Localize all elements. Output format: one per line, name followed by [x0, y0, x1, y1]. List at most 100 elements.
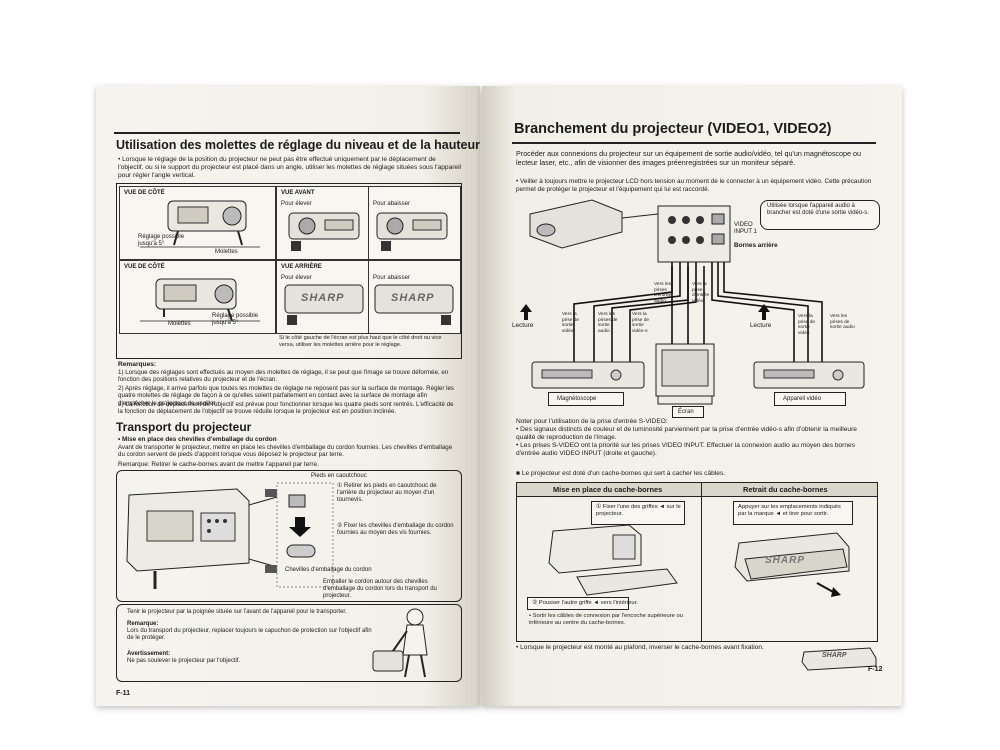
panel-label: VUE DE CÔTÉ [124, 264, 165, 270]
sharp-logo-cover: SHARP [765, 555, 806, 566]
left-page: Utilisation des molettes de réglage du n… [96, 86, 480, 706]
callout-text: Utilisée lorsque l'appareil audio à bran… [767, 203, 869, 217]
transport-subtitle: • Mise en place des chevilles d'emballag… [118, 436, 277, 443]
right-page-title: Branchement du projecteur (VIDEO1, VIDEO… [514, 121, 832, 137]
video-input-label: VIDEO INPUT 1 [734, 222, 757, 235]
cover-remove-title: Retrait du cache-bornes [743, 485, 828, 494]
transport-diagram: Pieds en caoutchouc ① Retirer les pieds … [116, 470, 462, 602]
right-intro: Procéder aux connexions du projecteur su… [516, 149, 861, 167]
lower-label: Pour abaisser [373, 201, 411, 207]
svideo-note-1: • Des signaux distincts de couleur et de… [516, 426, 857, 441]
lower-label-2: Pour abaisser [373, 275, 411, 281]
carry-box: Tenir le projecteur par la poignée situé… [116, 604, 462, 682]
panel-label: VUE AVANT [281, 190, 315, 196]
carry-remark: Lors du transport du projecteur, replace… [127, 628, 372, 641]
svideo-note-2: • Les prises S-VIDEO ont la priorité sur… [516, 442, 855, 457]
step-1: ① Retirer les pieds en caoutchouc de l'a… [337, 483, 437, 503]
remark-1: 1) Lorsque des réglages sont effectués a… [118, 369, 449, 384]
install-step1-box: ① Fixer l'une des griffes ◄ sur le proje… [591, 501, 685, 525]
knobs-label-2: Molettes [168, 321, 191, 327]
projector-side-illustration-2 [140, 278, 260, 322]
carry-text: Tenir le projecteur par la poignée situé… [127, 609, 347, 615]
rear-view-panel: VUE ARRIÈRE Pour élever Pour abaisser SH… [276, 260, 461, 334]
cover-illustrations [548, 524, 850, 597]
adjust-range-label: Réglage possible jusqu'à 5° [138, 234, 185, 247]
remove-step: Appuyer sur les emplacements indiqués pa… [738, 504, 841, 517]
transport-text: Avant de transporter le projecteur, mett… [118, 444, 453, 459]
screen-label: Écran [678, 409, 694, 415]
remarks-title: Remarques: [118, 361, 157, 368]
side-view-panel-1: VUE DE CÔTÉ Réglage possible jusqu'à 5° … [119, 186, 276, 260]
lecture-left: Lecture [512, 322, 534, 329]
right-page: Branchement du projecteur (VIDEO1, VIDEO… [482, 86, 902, 706]
install-step-1: ① Fixer l'une des griffes ◄ sur le proje… [596, 504, 681, 517]
right-bullet: • Veiller à toujours mettre le projecteu… [516, 178, 872, 193]
install-step2-box: ② Pousser l'autre griffe ◄ vers l'intéri… [527, 597, 638, 610]
warning-text: Ne pas soulever le projecteur par l'obje… [127, 658, 241, 664]
cover-install-title: Mise en place du cache-bornes [553, 485, 663, 494]
connection-diagram: Utilisée lorsque l'appareil audio à bran… [512, 192, 882, 418]
to-audio-out: Vers les prises de sortie audio [598, 312, 618, 334]
connection-wiring [520, 199, 865, 405]
sharp-logo-2: SHARP [391, 292, 435, 304]
cover-header [517, 483, 877, 497]
install-bullet: • Sortir les câbles de connexion par l'e… [529, 613, 683, 626]
to-svideo-out: Vers la prise de sortie vidéo-s [632, 312, 650, 334]
to-video-out-2: Vers la prise de sortie vidéo [798, 314, 816, 336]
svideo-note-title: Noter pour l'utilisation de la prise d'e… [516, 418, 668, 425]
cover-thumbnail [801, 647, 877, 671]
page-number-left: F-11 [116, 690, 131, 697]
to-video-out: Vers la prise de sortie vidéo [562, 312, 580, 334]
screen-label-box: Écran [672, 406, 704, 418]
person-carrying-illustration [372, 608, 428, 678]
pegs-label: Chevilles d'emballage du cordon [285, 567, 372, 573]
knobs-label: Molettes [215, 249, 238, 255]
raise-label: Pour élever [281, 201, 312, 207]
ceiling-mount-note: • Lorsque le projecteur est monté au pla… [516, 644, 764, 651]
vcr-label: Magnétoscope [557, 396, 597, 402]
title-rule [114, 132, 460, 134]
side-view-panel-2: VUE DE CÔTÉ Molettes Réglage possible ju… [119, 260, 276, 334]
lecture-right: Lecture [750, 322, 772, 329]
carry-remark-title: Remarque: [127, 621, 159, 627]
front-view-panel: VUE AVANT Pour élever Pour abaisser [276, 186, 461, 260]
s-video-callout: Utilisée lorsque l'appareil audio à bran… [760, 200, 880, 230]
projector-side-illustration [140, 200, 260, 248]
to-audio-out-2: Vers les prises de sortie audio [830, 314, 855, 331]
panel-label: VUE ARRIÈRE [281, 264, 322, 270]
terminal-cover-box: Mise en place du cache-bornes Retrait du… [516, 482, 878, 642]
sharp-logo-thumb: SHARP [822, 652, 847, 659]
divider [368, 261, 369, 333]
title-rule [512, 142, 876, 144]
video-device-label-box: Appareil vidéo [774, 392, 846, 406]
open-manual: Utilisation des molettes de réglage du n… [96, 86, 902, 706]
left-page-title: Utilisation des molettes de réglage du n… [116, 138, 480, 152]
video-device-label: Appareil vidéo [783, 396, 822, 402]
sharp-logo: SHARP [301, 292, 345, 304]
vcr-label-box: Magnétoscope [548, 392, 624, 406]
projector-front-illustrations [288, 212, 448, 251]
page-number-right: F-12 [868, 666, 883, 673]
remark-2: 2) Après réglage, il arrive parfois que … [118, 385, 455, 407]
step-2: ② Fixer les chevilles d'emballage du cor… [337, 523, 454, 536]
projector-rear-peg-illustration [126, 482, 334, 589]
wrap-cord-label: Emballer le cordon autour des chevilles … [323, 579, 437, 599]
warning-title: Avertissement: [127, 651, 171, 657]
rubber-feet-label: Pieds en caoutchouc [311, 473, 367, 479]
rear-terminals-label: Bornes arrière [734, 242, 778, 249]
to-video-in: Vers la prise d'entrée vidéo [692, 282, 710, 304]
install-step-2: ② Pousser l'autre griffe ◄ vers l'intéri… [532, 600, 638, 606]
rear-knob-note: Si le côté gauche de l'écran est plus ha… [279, 335, 442, 348]
remark-3: 3) La fonction de déplacement de l'objec… [118, 401, 454, 416]
raise-label-2: Pour élever [281, 275, 312, 281]
cover-divider [701, 483, 702, 641]
cover-note: ■ Le projecteur est doté d'un cache-born… [516, 470, 726, 477]
transport-remark: Remarque: Retirer le cache-bornes avant … [118, 461, 319, 468]
transport-title: Transport du projecteur [116, 420, 252, 434]
panel-label: VUE DE CÔTÉ [124, 190, 165, 196]
adjustment-panels: VUE DE CÔTÉ Réglage possible jusqu'à 5° … [116, 183, 462, 359]
divider [368, 187, 369, 259]
remove-step-box: Appuyer sur les emplacements indiqués pa… [733, 501, 853, 525]
to-audio-in: Vers les prises d'entrée audio [654, 282, 672, 304]
adjust-range-label-2: Réglage possible jusqu'à 5° [212, 313, 259, 326]
